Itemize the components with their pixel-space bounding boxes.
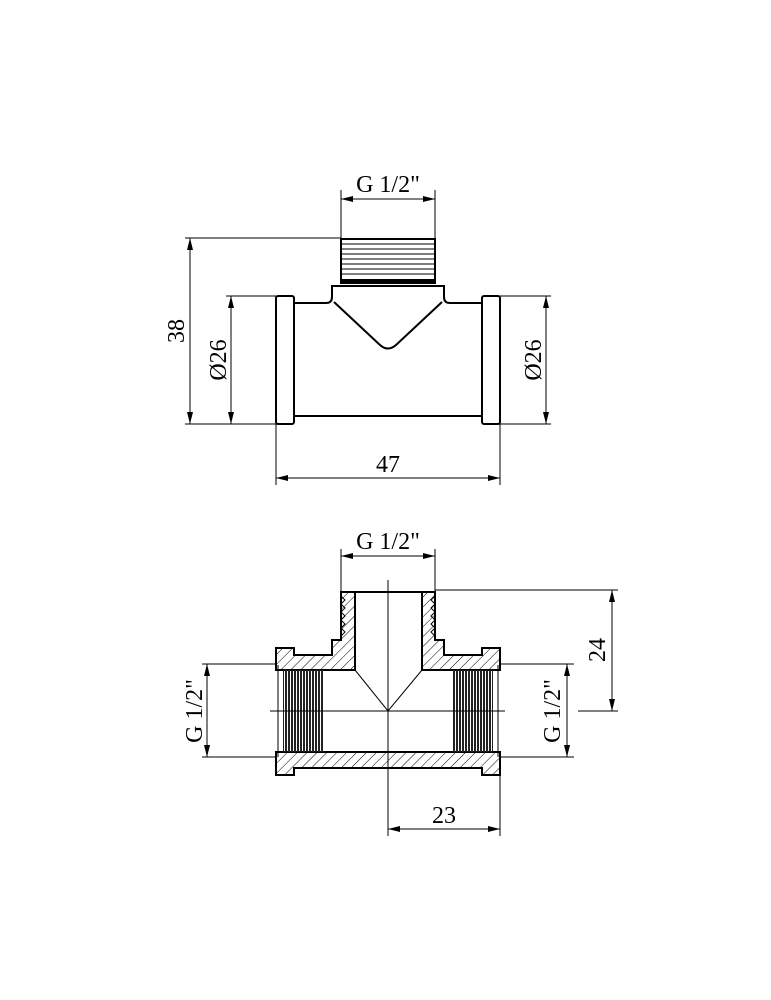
section-view-fitting — [270, 580, 505, 780]
height-label: 38 — [164, 319, 190, 343]
left-top-wall-section — [275, 591, 356, 671]
right-top-wall-section — [421, 591, 501, 671]
branch-external-thread — [340, 595, 436, 637]
branch-intersection-curve — [333, 301, 443, 350]
branch-height-label: 24 — [585, 638, 611, 662]
section-top-thread-label: G 1/2" — [356, 529, 420, 555]
length-label: 47 — [376, 452, 400, 478]
top-thread-label: G 1/2" — [356, 172, 420, 198]
external-thread — [340, 238, 436, 284]
left-end-band — [275, 295, 295, 425]
right-diameter-label: Ø26 — [521, 339, 547, 380]
branch-shoulder — [294, 285, 482, 304]
left-diameter-label: Ø26 — [206, 339, 232, 380]
right-end-band — [481, 295, 501, 425]
section-view-dimensions: G 1/2" G 1/2" G 1/2" 24 23 — [182, 529, 618, 836]
thread-lines — [341, 243, 435, 283]
top-view-fitting — [275, 238, 501, 425]
half-length-label: 23 — [432, 803, 456, 829]
right-thread-label: G 1/2" — [540, 679, 566, 743]
left-thread-label: G 1/2" — [182, 679, 208, 743]
top-view-dimensions: G 1/2" 38 Ø26 Ø26 47 — [164, 172, 551, 485]
